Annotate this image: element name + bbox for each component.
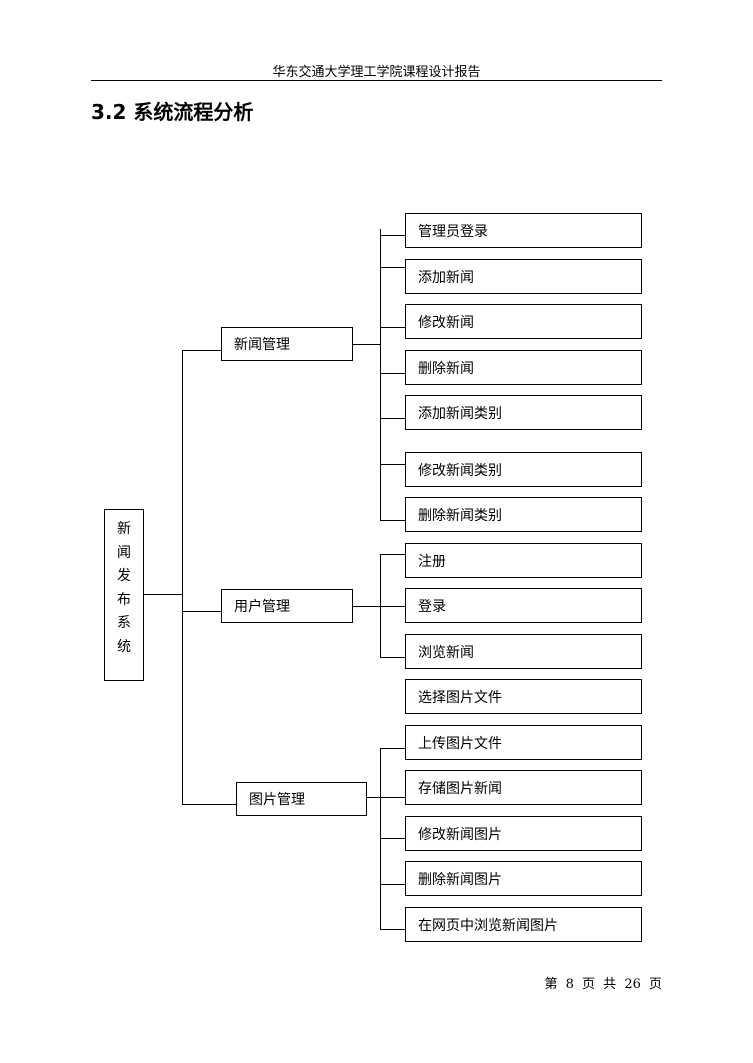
page-footer: 第 8 页 共 26 页 xyxy=(544,977,662,992)
root-char: 布 xyxy=(117,591,131,608)
tick-15 xyxy=(380,884,405,885)
leaf-browse-news-image: 在网页中浏览新闻图片 xyxy=(405,907,642,942)
tick-9 xyxy=(380,606,405,607)
leaf-add-news-category: 添加新闻类别 xyxy=(405,395,642,430)
module-news-management: 新闻管理 xyxy=(221,327,353,361)
branch-user xyxy=(182,611,221,612)
leaf-select-image-file: 选择图片文件 xyxy=(405,679,642,714)
leaf-delete-news: 删除新闻 xyxy=(405,350,642,385)
tick-1 xyxy=(380,235,405,236)
root-char: 统 xyxy=(117,638,131,655)
root-char: 发 xyxy=(117,568,131,584)
root-char: 系 xyxy=(117,615,131,631)
root-char: 新 xyxy=(117,521,131,537)
section-title: 3.2 系统流程分析 xyxy=(91,100,254,124)
leaf-browse-news: 浏览新闻 xyxy=(405,634,642,669)
root-char: 闻 xyxy=(117,544,131,561)
user-trunk xyxy=(380,554,381,657)
tick-13 xyxy=(380,797,405,798)
leaf-add-news: 添加新闻 xyxy=(405,259,642,294)
leaf-edit-news: 修改新闻 xyxy=(405,304,642,339)
leaf-edit-news-image: 修改新闻图片 xyxy=(405,816,642,851)
leaf-store-image-news: 存储图片新闻 xyxy=(405,770,642,805)
news-connector xyxy=(353,344,380,345)
user-connector xyxy=(353,606,380,607)
level1-trunk xyxy=(182,350,183,805)
module-user-management: 用户管理 xyxy=(221,589,353,623)
tick-4 xyxy=(380,373,405,374)
root-connector xyxy=(144,594,182,595)
page-header: 华东交通大学理工学院课程设计报告 xyxy=(272,65,481,80)
tick-5 xyxy=(380,418,405,419)
tick-7 xyxy=(380,520,405,521)
image-connector xyxy=(367,797,380,798)
branch-news xyxy=(182,350,221,351)
root-node-system: 新 闻 发 布 系 统 xyxy=(104,509,144,681)
module-image-management: 图片管理 xyxy=(236,782,367,816)
tick-12 xyxy=(380,748,405,749)
tick-10 xyxy=(380,657,405,658)
tick-6 xyxy=(380,464,405,465)
tick-16 xyxy=(380,929,405,930)
news-trunk xyxy=(380,229,381,521)
leaf-admin-login: 管理员登录 xyxy=(405,213,642,248)
tick-3 xyxy=(380,327,405,328)
branch-image xyxy=(182,804,236,805)
leaf-edit-news-category: 修改新闻类别 xyxy=(405,452,642,487)
tick-14 xyxy=(380,838,405,839)
leaf-login: 登录 xyxy=(405,588,642,623)
tick-8 xyxy=(380,554,405,555)
tick-2 xyxy=(380,267,405,268)
leaf-upload-image-file: 上传图片文件 xyxy=(405,725,642,760)
leaf-delete-news-category: 删除新闻类别 xyxy=(405,497,642,532)
leaf-register: 注册 xyxy=(405,543,642,578)
header-rule xyxy=(91,80,662,81)
leaf-delete-news-image: 删除新闻图片 xyxy=(405,861,642,896)
image-trunk xyxy=(380,748,381,930)
